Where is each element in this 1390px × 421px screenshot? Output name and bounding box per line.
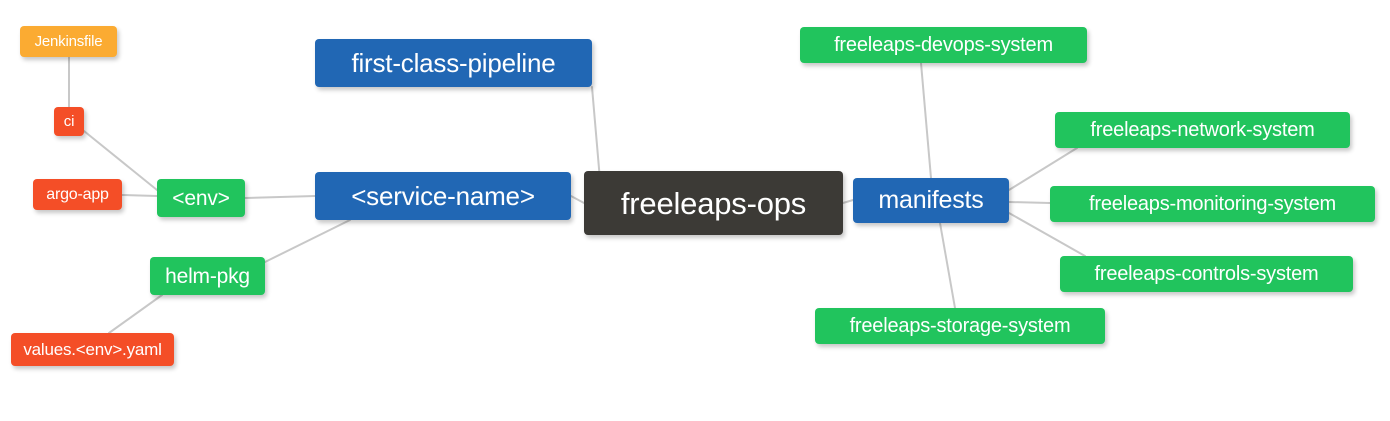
edge-manifests-to-freeleaps-network-system (1008, 147, 1078, 191)
node-label-argo-app: argo-app (46, 185, 109, 203)
edge-service-name-to-first-class-pipeline (591, 86, 601, 181)
node-env[interactable]: <env> (157, 179, 245, 217)
node-freeleaps-controls-system[interactable]: freeleaps-controls-system (1060, 256, 1353, 292)
node-label-service-name: <service-name> (351, 181, 535, 211)
node-label-freeleaps-network-system: freeleaps-network-system (1090, 119, 1315, 141)
node-label-manifests: manifests (878, 186, 984, 214)
node-label-freeleaps-monitoring-system: freeleaps-monitoring-system (1089, 193, 1336, 215)
node-label-ci: ci (63, 113, 75, 130)
node-label-freeleaps-controls-system: freeleaps-controls-system (1094, 263, 1319, 285)
node-argo-app[interactable]: argo-app (33, 179, 122, 210)
node-label-values-env-yaml: values.<env>.yaml (23, 340, 162, 359)
node-freeleaps-devops-system[interactable]: freeleaps-devops-system (800, 27, 1087, 63)
edge-root-to-manifests (842, 199, 854, 204)
node-label-freeleaps-storage-system: freeleaps-storage-system (849, 315, 1071, 337)
node-values-env-yaml[interactable]: values.<env>.yaml (11, 333, 174, 366)
node-service-name[interactable]: <service-name> (315, 172, 571, 220)
node-first-class-pipeline[interactable]: first-class-pipeline (315, 39, 592, 87)
edge-helm-pkg-to-values-env-yaml (108, 294, 163, 334)
edge-manifests-to-freeleaps-storage-system (939, 222, 956, 309)
node-ci[interactable]: ci (54, 107, 84, 136)
node-freeleaps-storage-system[interactable]: freeleaps-storage-system (815, 308, 1105, 344)
node-label-env: <env> (172, 186, 230, 210)
edge-manifests-to-freeleaps-monitoring-system (1008, 201, 1051, 204)
node-root[interactable]: freeleaps-ops (584, 171, 843, 235)
edge-service-name-to-helm-pkg (264, 219, 351, 263)
edge-service-name-to-env (244, 195, 316, 199)
edge-root-to-service-name (570, 195, 585, 204)
edge-env-to-argo-app (121, 194, 158, 197)
node-label-first-class-pipeline: first-class-pipeline (351, 48, 556, 78)
node-label-freeleaps-devops-system: freeleaps-devops-system (834, 34, 1053, 56)
node-label-helm-pkg: helm-pkg (165, 264, 250, 288)
node-freeleaps-network-system[interactable]: freeleaps-network-system (1055, 112, 1350, 148)
node-helm-pkg[interactable]: helm-pkg (150, 257, 265, 295)
edge-manifests-to-freeleaps-devops-system (920, 62, 932, 179)
node-label-jenkinsfile: Jenkinsfile (34, 33, 103, 50)
node-jenkinsfile[interactable]: Jenkinsfile (20, 26, 117, 57)
node-label-root: freeleaps-ops (620, 185, 807, 221)
node-manifests[interactable]: manifests (853, 178, 1009, 223)
node-freeleaps-monitoring-system[interactable]: freeleaps-monitoring-system (1050, 186, 1375, 222)
